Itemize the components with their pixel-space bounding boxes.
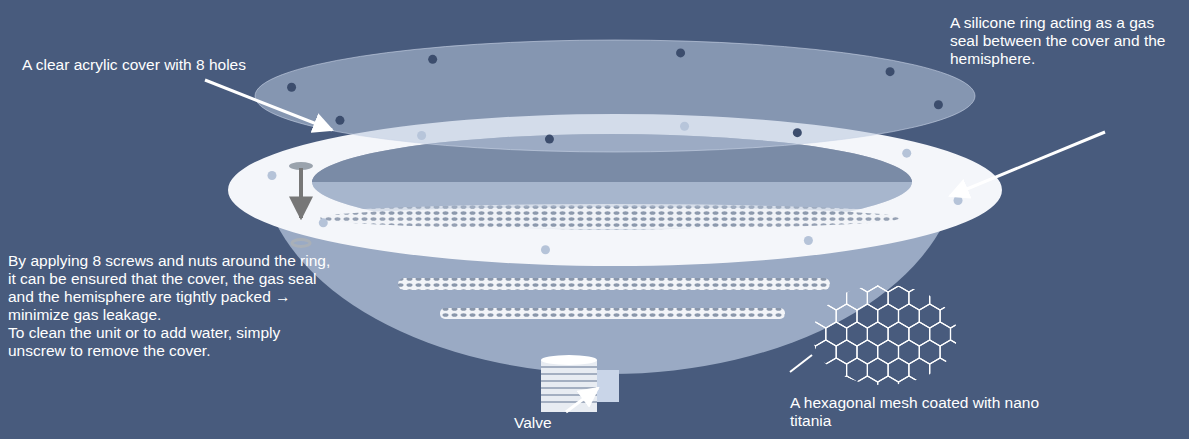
leader-line xyxy=(790,355,812,372)
ring-hole xyxy=(954,196,963,205)
cover-hole xyxy=(335,116,344,125)
hex-cell xyxy=(857,412,878,436)
hex-cell xyxy=(805,430,826,439)
hex-cell xyxy=(795,304,816,328)
screw-shaft xyxy=(299,168,303,218)
note-text: By applying 8 screws and nuts around the… xyxy=(8,252,338,324)
ring-hole xyxy=(902,149,911,158)
hex-cell xyxy=(951,358,972,382)
mesh-disc xyxy=(440,308,785,319)
hex-cell xyxy=(826,358,847,382)
top-mesh xyxy=(320,207,900,229)
ring-hole xyxy=(804,236,813,245)
hex-cell xyxy=(992,322,1013,346)
hex-cell xyxy=(982,340,1003,364)
valve xyxy=(541,355,619,412)
valve-handle xyxy=(597,370,619,402)
hex-cell xyxy=(919,268,940,292)
hex-cell xyxy=(867,430,888,439)
hex-cell xyxy=(951,286,972,310)
callout-text: A hexagonal mesh coated with nano titani… xyxy=(790,394,1050,430)
leader-arrow xyxy=(950,132,1105,196)
hex-cell xyxy=(930,430,951,439)
hex-cell xyxy=(836,412,857,436)
hex-cell xyxy=(961,268,982,292)
hex-cell xyxy=(805,358,826,382)
hex-cell xyxy=(992,430,1013,439)
ring-hole xyxy=(267,171,276,180)
cover-hole xyxy=(545,135,554,144)
hex-cell xyxy=(878,412,899,436)
hex-cell xyxy=(971,430,992,439)
valve-thread xyxy=(541,387,597,389)
leader-arrow xyxy=(566,388,598,412)
valve-thread xyxy=(541,380,597,382)
hex-cell xyxy=(992,358,1013,382)
valve-thread xyxy=(541,401,597,403)
hex-cell xyxy=(971,286,992,310)
hex-cell xyxy=(982,412,1003,436)
hex-cell xyxy=(815,268,836,292)
cover-hole xyxy=(287,83,296,92)
cover-hole xyxy=(793,128,802,137)
valve-thread xyxy=(541,366,597,368)
acrylic-cover xyxy=(255,40,975,152)
valve-thread xyxy=(541,373,597,375)
hex-cell xyxy=(795,268,816,292)
hex-cell xyxy=(951,430,972,439)
hex-cell xyxy=(888,430,909,439)
hex-cell xyxy=(836,268,857,292)
hex-cell xyxy=(930,358,951,382)
note-text: To clean the unit or to add water, simpl… xyxy=(8,324,338,360)
hex-cell xyxy=(961,340,982,364)
ring-hole xyxy=(541,245,550,254)
cover-hole xyxy=(676,48,685,57)
valve-body xyxy=(541,360,597,412)
nut xyxy=(292,240,310,247)
hex-cell xyxy=(847,430,868,439)
ring-hole xyxy=(319,218,328,227)
leader-arrow xyxy=(205,80,332,130)
hex-cell xyxy=(961,304,982,328)
hex-cell xyxy=(899,412,920,436)
leader-arrows xyxy=(205,80,1105,412)
part-label: Valve xyxy=(514,414,594,432)
cover-hole xyxy=(886,67,895,76)
callout-text: A silicone ring acting as a gas seal bet… xyxy=(950,14,1182,68)
hex-cell xyxy=(940,412,961,436)
hex-cell xyxy=(971,358,992,382)
hex-cell xyxy=(826,430,847,439)
hex-cell xyxy=(992,286,1013,310)
valve-top xyxy=(541,355,597,365)
hex-cell xyxy=(961,412,982,436)
hex-cell xyxy=(982,304,1003,328)
cover-hole xyxy=(428,55,437,64)
callout-text: A clear acrylic cover with 8 holes xyxy=(22,56,342,74)
hex-cell xyxy=(940,268,961,292)
hex-cell xyxy=(919,412,940,436)
hex-cell xyxy=(982,268,1003,292)
hex-cell xyxy=(909,430,930,439)
mesh-disc xyxy=(398,278,830,290)
hex-cell xyxy=(805,286,826,310)
screw xyxy=(289,162,313,247)
hex-cell xyxy=(971,322,992,346)
cover-holes xyxy=(287,48,943,143)
cover-hole xyxy=(934,100,943,109)
